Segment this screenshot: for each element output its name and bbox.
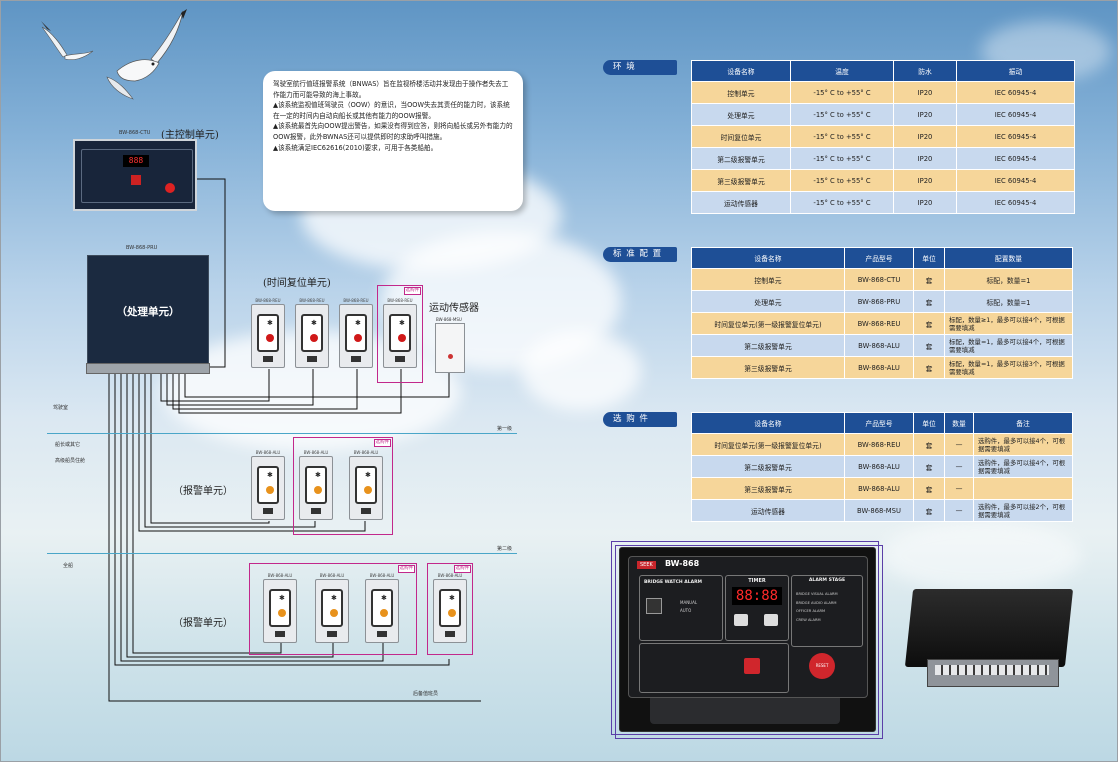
motion-sensor-image: BW-868-MSU (435, 317, 465, 373)
zone-divider (47, 433, 517, 434)
alarm-unit: BW-868-ALU✱ (263, 573, 297, 643)
seagull-icon (106, 9, 187, 100)
processing-unit-photo (904, 589, 1075, 697)
intro-bullet: ▲该系统满足IEC62616(2010)要求，可用于各类船舶。 (273, 143, 438, 152)
table-header-row: 设备名称 产品型号 单位 配置数量 (691, 247, 1073, 269)
stage-item: BRIDGE VISUAL ALARM (796, 592, 838, 596)
photo-frame (611, 541, 879, 735)
zone-label: 全船 (63, 563, 74, 569)
optional-frame: 选购件 (249, 563, 417, 655)
optional-frame: 选购件 (377, 285, 423, 383)
optional-frame: 选购件 (293, 437, 393, 535)
seagull-icon (41, 21, 94, 61)
alu-group-label: （报警单元） (173, 618, 233, 629)
zone-label: 船长或其它 (55, 442, 81, 448)
ctu-name-label: (主控制单元) (161, 130, 219, 141)
alarm-unit: BW-868-ALU✱ (315, 573, 349, 643)
zone-label: 驾驶室 (53, 405, 69, 411)
cloud (881, 521, 1081, 591)
panel-title: BRIDGE WATCH ALARM (644, 580, 703, 585)
reu-group-label: (时间复位单元) (263, 278, 331, 289)
timer-plus-button (764, 614, 778, 626)
ctu-model-label: BW-868-CTU (119, 130, 151, 136)
stage-title: ALARM STAGE (808, 578, 846, 583)
alarm-unit: BW-868-ALU✱ (251, 450, 285, 520)
stage-item: CREW ALARM (796, 617, 821, 622)
zone-label: 后备值班员 (413, 691, 439, 697)
alarm-unit: BW-868-ALU✱ (349, 450, 383, 520)
auto-label: AUTO (680, 608, 692, 613)
control-unit-image: 888 (73, 139, 197, 211)
intro-textbox: 驾驶室航行值班报警系统（BNWAS）旨在监视桥楼活动并发现由于操作者失去工作能力… (263, 71, 523, 211)
alu-group-label: （报警单元） (173, 486, 233, 497)
section-tag-standard: 标 准 配 置 (603, 247, 677, 262)
timer-minus-button (734, 614, 748, 626)
zone-divider (47, 553, 517, 554)
alarm-unit: BW-868-ALU✱ (433, 573, 467, 643)
timer-title: TIMER (748, 578, 766, 584)
control-panel-photo: SEEK BW-868 BRIDGE WATCH ALARM MANUAL AU… (619, 547, 876, 732)
alarm-unit: BW-868-ALU✱ (299, 450, 333, 520)
reset-unit: BW-868-REU✱ (339, 298, 373, 368)
zone-label: 第二级 (497, 546, 513, 552)
panel-model: BW-868 (665, 559, 700, 568)
pru-title: （处理单元） (116, 306, 180, 318)
reset-unit: BW-868-REU✱ (251, 298, 285, 368)
test-button (744, 658, 760, 674)
section-tag-environment: 环 境 (603, 60, 677, 75)
stage-item: OFFICER ALARM (796, 609, 826, 613)
intro-bullet: ▲该系统最首先向OOW提出警告，如果没有得到应答，则将向船长或另外有能力的OOW… (273, 122, 513, 141)
table-header-row: 设备名称 产品型号 单位 数量 备注 (691, 412, 1073, 434)
photo-frame (615, 545, 883, 739)
processing-unit-image: （处理单元） (86, 255, 210, 374)
cloud (521, 331, 641, 411)
brand-badge: SEEK (637, 561, 656, 569)
mode-button (646, 598, 662, 614)
reset-button: RESET (809, 653, 835, 679)
reset-unit: BW-868-REU✱ (295, 298, 329, 368)
timer-display: 88:88 (732, 587, 782, 605)
section-tag-optional: 选 购 件 (603, 412, 677, 427)
intro-bullet: ▲该系统监视值班驾驶员（OOW）的意识，当OOW失去其责任的能力时，该系统在一定… (273, 101, 510, 120)
optional-frame: 选购件 (427, 563, 473, 655)
reset-unit: BW-868-REU✱ (383, 298, 417, 368)
zone-label: 第一级 (497, 426, 513, 432)
alarm-unit: BW-868-ALU✱ (365, 573, 399, 643)
msu-label: 运动传感器 (429, 303, 479, 314)
pru-connector-strip (86, 363, 210, 374)
zone-label: 高级船员住舱 (55, 458, 86, 464)
pru-model-label: BW-868-PRU (126, 245, 158, 251)
intro-paragraph: 驾驶室航行值班报警系统（BNWAS）旨在监视桥楼活动并发现由于操作者失去工作能力… (273, 80, 509, 99)
manual-label: MANUAL (680, 600, 698, 605)
stage-item: BRIDGE AUDIO ALARM (796, 600, 837, 605)
table-header-row: 设备名称 温度 防水 振动 (691, 60, 1075, 82)
optional-parts-table: 设备名称 产品型号 单位 数量 备注 时间复位单元(第一级报警复位单元)BW-8… (691, 412, 1073, 522)
wiring-diagram (108, 178, 481, 702)
